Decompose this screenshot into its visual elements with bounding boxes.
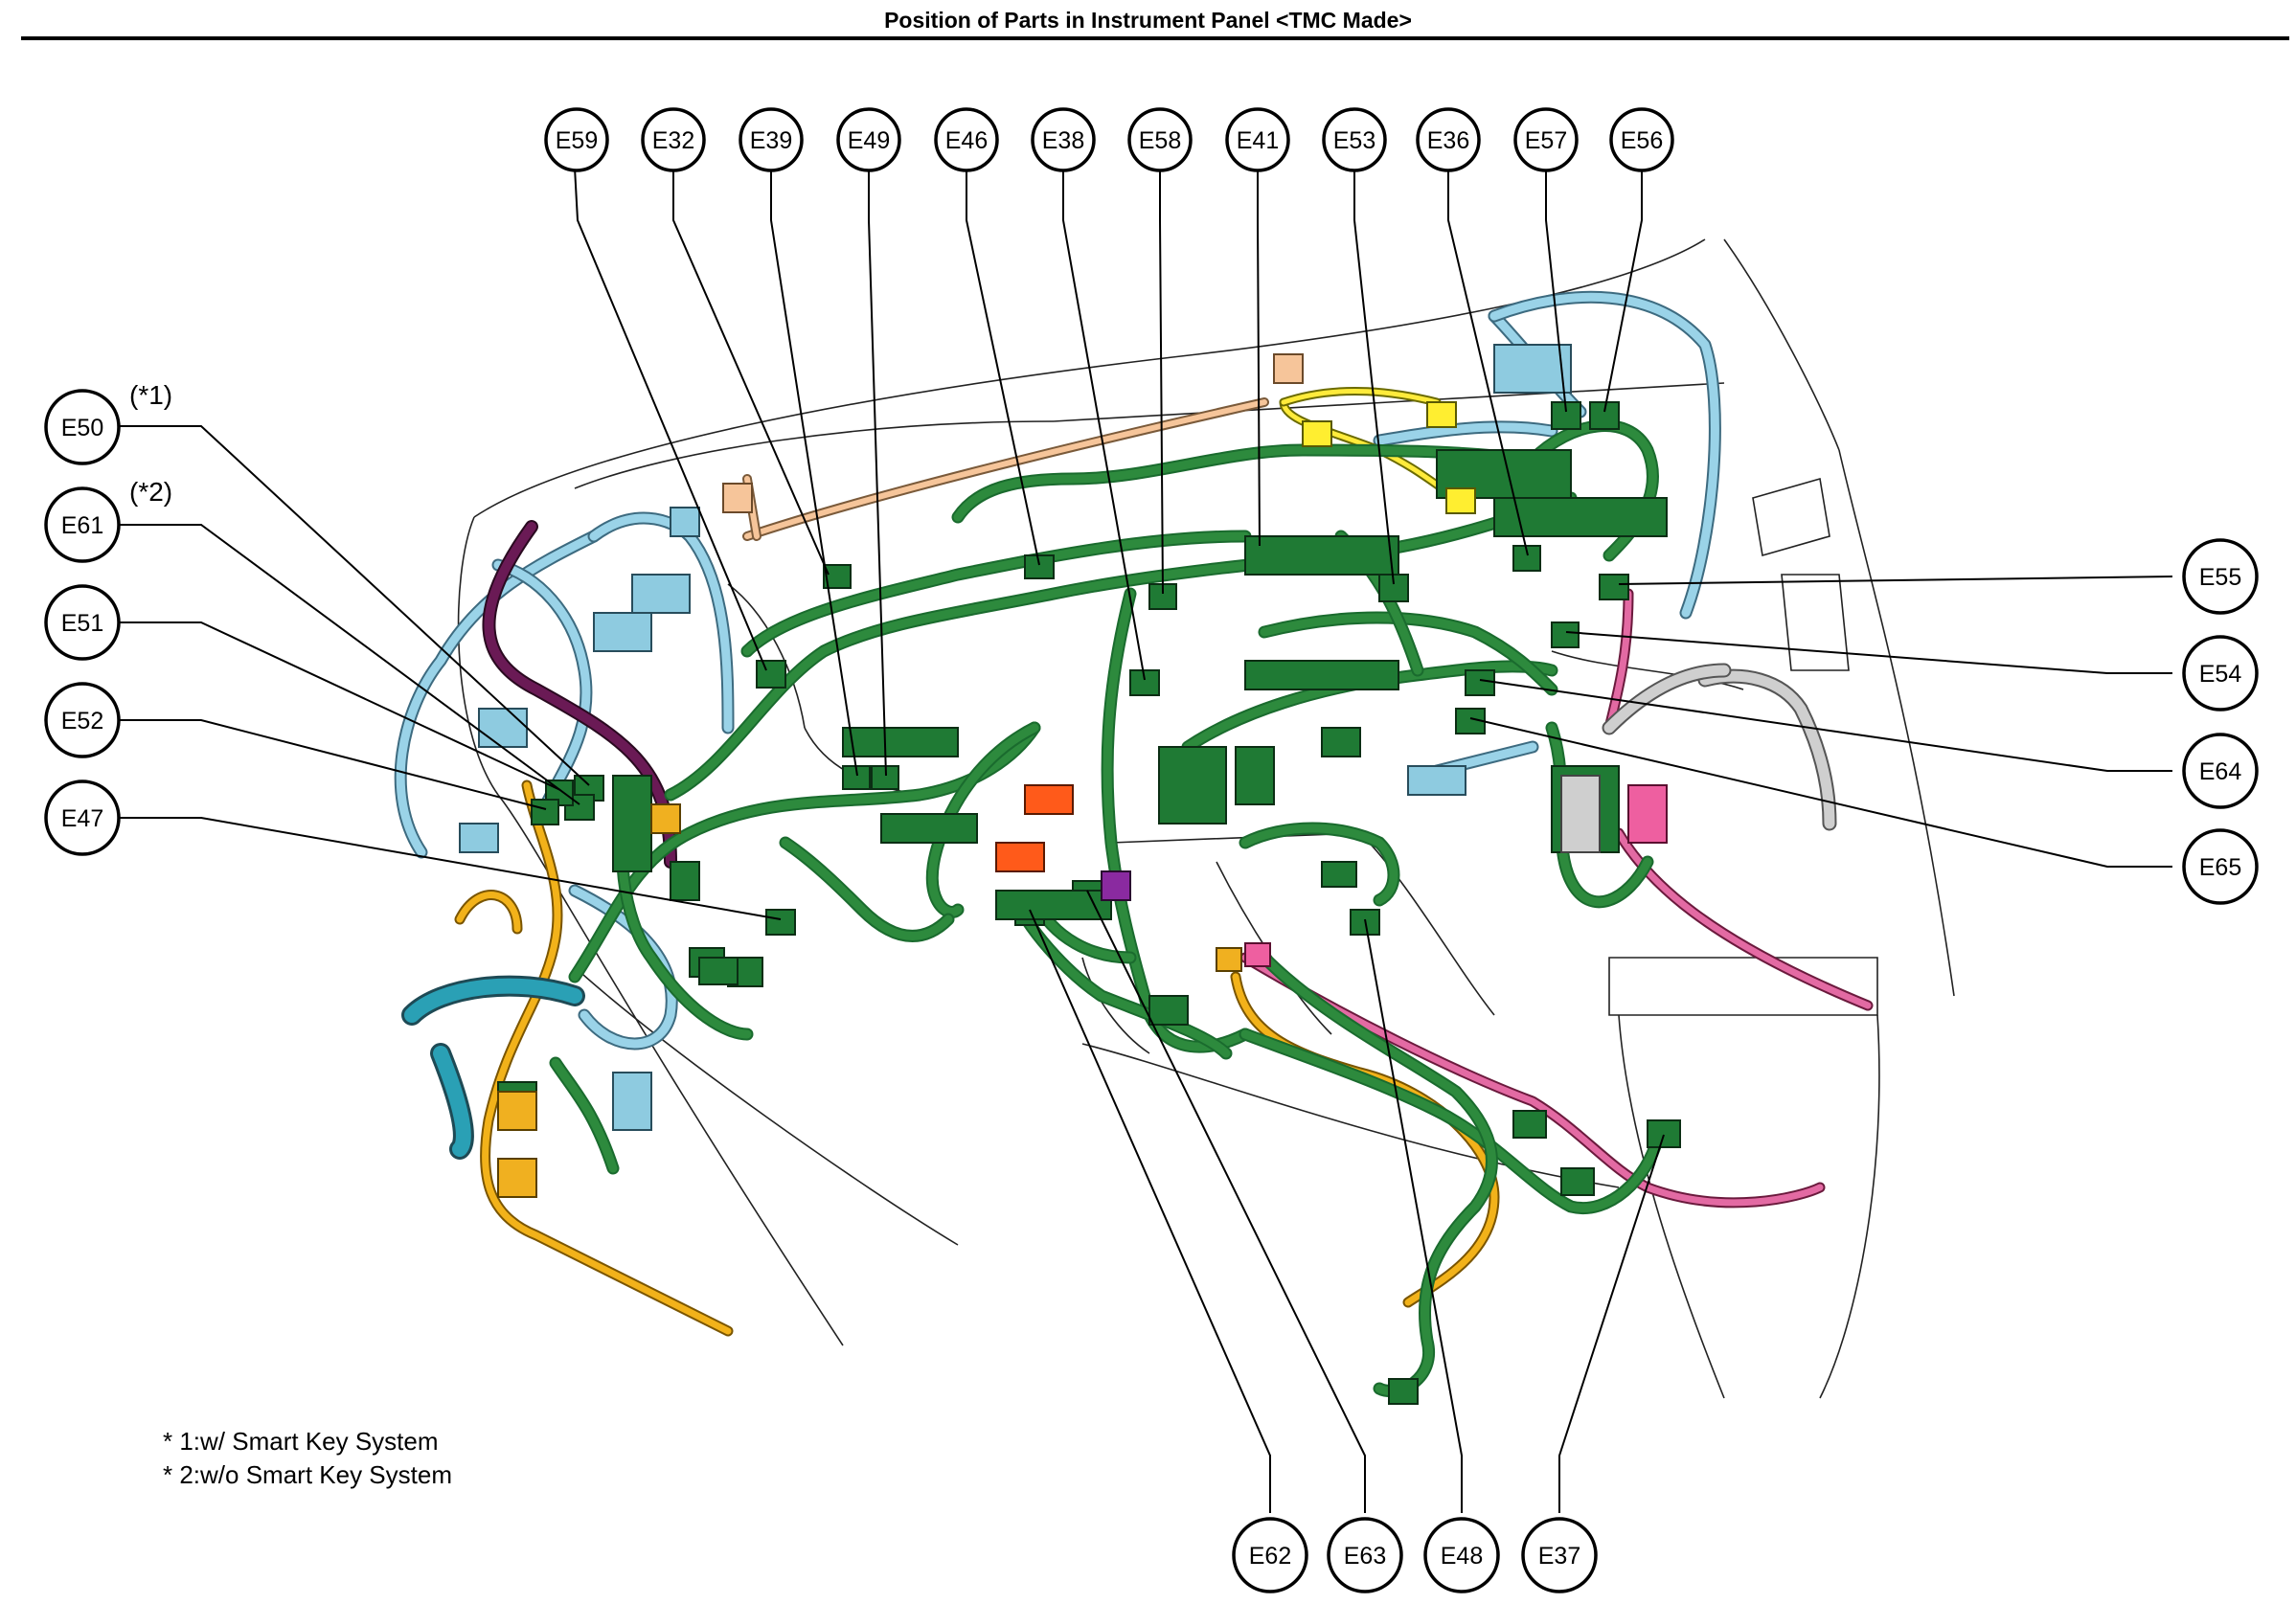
grey-duct bbox=[1602, 663, 1837, 831]
leader-lines bbox=[120, 167, 2173, 1513]
callout-e32: E32 bbox=[641, 107, 706, 172]
svg-text:E50: E50 bbox=[61, 415, 103, 441]
blue-harness bbox=[394, 290, 1721, 1051]
title-rule bbox=[21, 36, 2289, 40]
callout-e64: E64 bbox=[2182, 733, 2259, 809]
callout-e51: E51 bbox=[44, 584, 121, 661]
svg-text:E55: E55 bbox=[2199, 564, 2241, 591]
connector-e64 bbox=[1465, 669, 1495, 696]
footnotes: * 1:w/ Smart Key System * 2:w/o Smart Ke… bbox=[163, 1427, 452, 1489]
connector-e52 bbox=[531, 799, 559, 825]
svg-text:E47: E47 bbox=[61, 805, 103, 832]
svg-text:E36: E36 bbox=[1427, 127, 1469, 154]
teal-duct bbox=[401, 975, 585, 1160]
purple-harness bbox=[482, 520, 677, 869]
callout-e62: E62 bbox=[1232, 1517, 1308, 1593]
svg-text:E37: E37 bbox=[1538, 1543, 1580, 1570]
svg-text:E38: E38 bbox=[1042, 127, 1084, 154]
svg-text:E59: E59 bbox=[556, 127, 598, 154]
svg-text:E49: E49 bbox=[848, 127, 890, 154]
dashboard-outline bbox=[457, 238, 1955, 1399]
svg-text:E62: E62 bbox=[1249, 1543, 1291, 1570]
callout-e61: E61 bbox=[44, 486, 121, 563]
callout-e56: E56 bbox=[1609, 107, 1674, 172]
callout-e47: E47 bbox=[44, 779, 121, 856]
connector-e47 bbox=[765, 909, 796, 936]
svg-text:E54: E54 bbox=[2199, 661, 2242, 688]
callout-e48: E48 bbox=[1423, 1517, 1500, 1593]
page-title: Position of Parts in Instrument Panel <T… bbox=[884, 8, 1412, 33]
svg-text:E63: E63 bbox=[1344, 1543, 1386, 1570]
callout-e49: E49 bbox=[836, 107, 901, 172]
connector-e38 bbox=[1129, 669, 1160, 696]
footnote-2: * 2:w/o Smart Key System bbox=[163, 1460, 452, 1489]
callout-e63: E63 bbox=[1327, 1517, 1403, 1593]
callouts: E59 E32 E39 E49 E46 E38 E58 E41 bbox=[44, 107, 2259, 1593]
svg-text:E64: E64 bbox=[2199, 758, 2242, 785]
footnote-1: * 1:w/ Smart Key System bbox=[163, 1427, 439, 1456]
svg-text:E53: E53 bbox=[1333, 127, 1375, 154]
callout-e41: E41 bbox=[1225, 107, 1290, 172]
connector-e56 bbox=[1589, 401, 1620, 430]
callout-e36: E36 bbox=[1416, 107, 1481, 172]
callout-e39: E39 bbox=[739, 107, 804, 172]
callout-e57: E57 bbox=[1513, 107, 1579, 172]
callout-e65: E65 bbox=[2182, 828, 2259, 905]
variant-mark-2: (*2) bbox=[129, 477, 172, 507]
callout-e50: E50 bbox=[44, 389, 121, 465]
connector-e54 bbox=[1551, 621, 1580, 648]
callout-e37: E37 bbox=[1521, 1517, 1598, 1593]
callout-e53: E53 bbox=[1322, 107, 1387, 172]
svg-text:E65: E65 bbox=[2199, 854, 2241, 881]
svg-text:E57: E57 bbox=[1525, 127, 1567, 154]
svg-text:E52: E52 bbox=[61, 708, 103, 734]
svg-text:E46: E46 bbox=[945, 127, 988, 154]
svg-text:E61: E61 bbox=[61, 512, 103, 539]
callout-e38: E38 bbox=[1031, 107, 1096, 172]
callout-e52: E52 bbox=[44, 682, 121, 758]
callout-e58: E58 bbox=[1127, 107, 1193, 172]
callout-e59: E59 bbox=[544, 107, 609, 172]
callout-e54: E54 bbox=[2182, 635, 2259, 712]
svg-text:E51: E51 bbox=[61, 610, 103, 637]
callout-e55: E55 bbox=[2182, 538, 2259, 615]
svg-text:E56: E56 bbox=[1621, 127, 1663, 154]
connector-e37 bbox=[1647, 1119, 1681, 1148]
svg-text:E48: E48 bbox=[1441, 1543, 1483, 1570]
svg-text:E41: E41 bbox=[1237, 127, 1279, 154]
svg-text:E39: E39 bbox=[750, 127, 792, 154]
svg-text:E32: E32 bbox=[652, 127, 694, 154]
connectors bbox=[459, 344, 1681, 1405]
connector-e46 bbox=[1024, 554, 1055, 579]
callout-e46: E46 bbox=[934, 107, 999, 172]
connector-e59 bbox=[756, 660, 786, 689]
connector-e55 bbox=[1599, 574, 1629, 600]
svg-text:E58: E58 bbox=[1139, 127, 1181, 154]
variant-mark-1: (*1) bbox=[129, 380, 172, 410]
